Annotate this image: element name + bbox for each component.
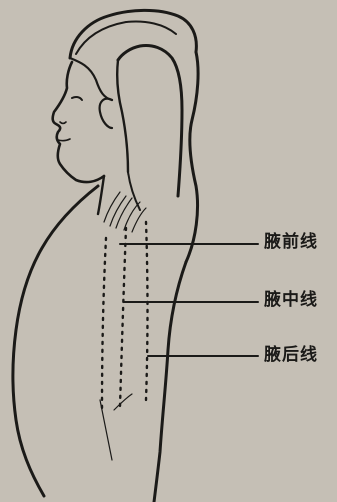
mid-axillary-line-label: 腋中线 xyxy=(264,292,318,309)
eye xyxy=(72,97,82,100)
raised-arm-back-edge xyxy=(186,52,198,262)
side-contour-2 xyxy=(114,394,132,410)
anterior-axillary-dotted-line xyxy=(102,238,106,410)
raised-arm-inner xyxy=(117,60,128,172)
posterior-axillary-line-label: 腋后线 xyxy=(264,347,318,364)
hair-outline xyxy=(70,10,196,58)
nostril xyxy=(60,122,66,124)
mid-axillary-dotted-line xyxy=(120,228,126,406)
hair-temple xyxy=(70,58,112,100)
posterior-axillary-dotted-line xyxy=(146,222,148,400)
axilla-shading-1 xyxy=(104,192,120,222)
axilla-shading-3 xyxy=(116,198,132,228)
back-outline xyxy=(154,262,186,502)
neck-front xyxy=(98,176,104,214)
mouth xyxy=(58,139,70,141)
chest-outline xyxy=(13,186,98,496)
anterior-axillary-line-label: 腋前线 xyxy=(264,234,318,251)
axilla-shading-5 xyxy=(132,208,146,232)
ear xyxy=(100,99,112,128)
